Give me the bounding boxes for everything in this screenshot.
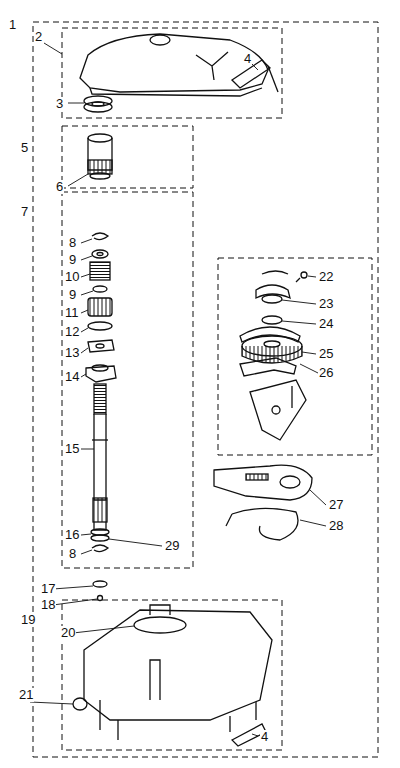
callout-number: 16: [64, 528, 80, 542]
callout-number: 5: [20, 141, 29, 155]
callout-number: 25: [318, 347, 334, 361]
callout-number: 12: [64, 325, 80, 339]
callout-number: 15: [64, 442, 80, 456]
callout-number: 7: [20, 205, 29, 219]
callout-number: 4: [260, 730, 269, 744]
callout-number: 23: [318, 297, 334, 311]
callout-number: 6: [55, 180, 64, 194]
callout-number: 27: [328, 498, 344, 512]
callout-number: 1: [8, 18, 17, 32]
callout-number: 22: [318, 270, 334, 284]
callout-number: 8: [68, 236, 77, 250]
callout-number: 19: [20, 613, 36, 627]
callout-number: 17: [40, 582, 56, 596]
callout-number: 18: [40, 598, 56, 612]
callout-number: 26: [318, 366, 334, 380]
callout-number: 28: [328, 519, 344, 533]
callout-number: 21: [18, 688, 34, 702]
callout-number: 9: [68, 288, 77, 302]
callout-number: 8: [68, 547, 77, 561]
callout-number: 9: [68, 253, 77, 267]
callout-number: 2: [34, 30, 43, 44]
callout-number: 11: [64, 306, 80, 320]
callout-number: 14: [64, 370, 80, 384]
callout-number: 29: [164, 539, 180, 553]
callout-number: 3: [55, 97, 64, 111]
callout-number: 13: [64, 346, 80, 360]
callout-number: 4: [243, 52, 252, 66]
callout-number: 24: [318, 317, 334, 331]
callout-number: 10: [64, 270, 80, 284]
callout-number: 20: [60, 626, 76, 640]
